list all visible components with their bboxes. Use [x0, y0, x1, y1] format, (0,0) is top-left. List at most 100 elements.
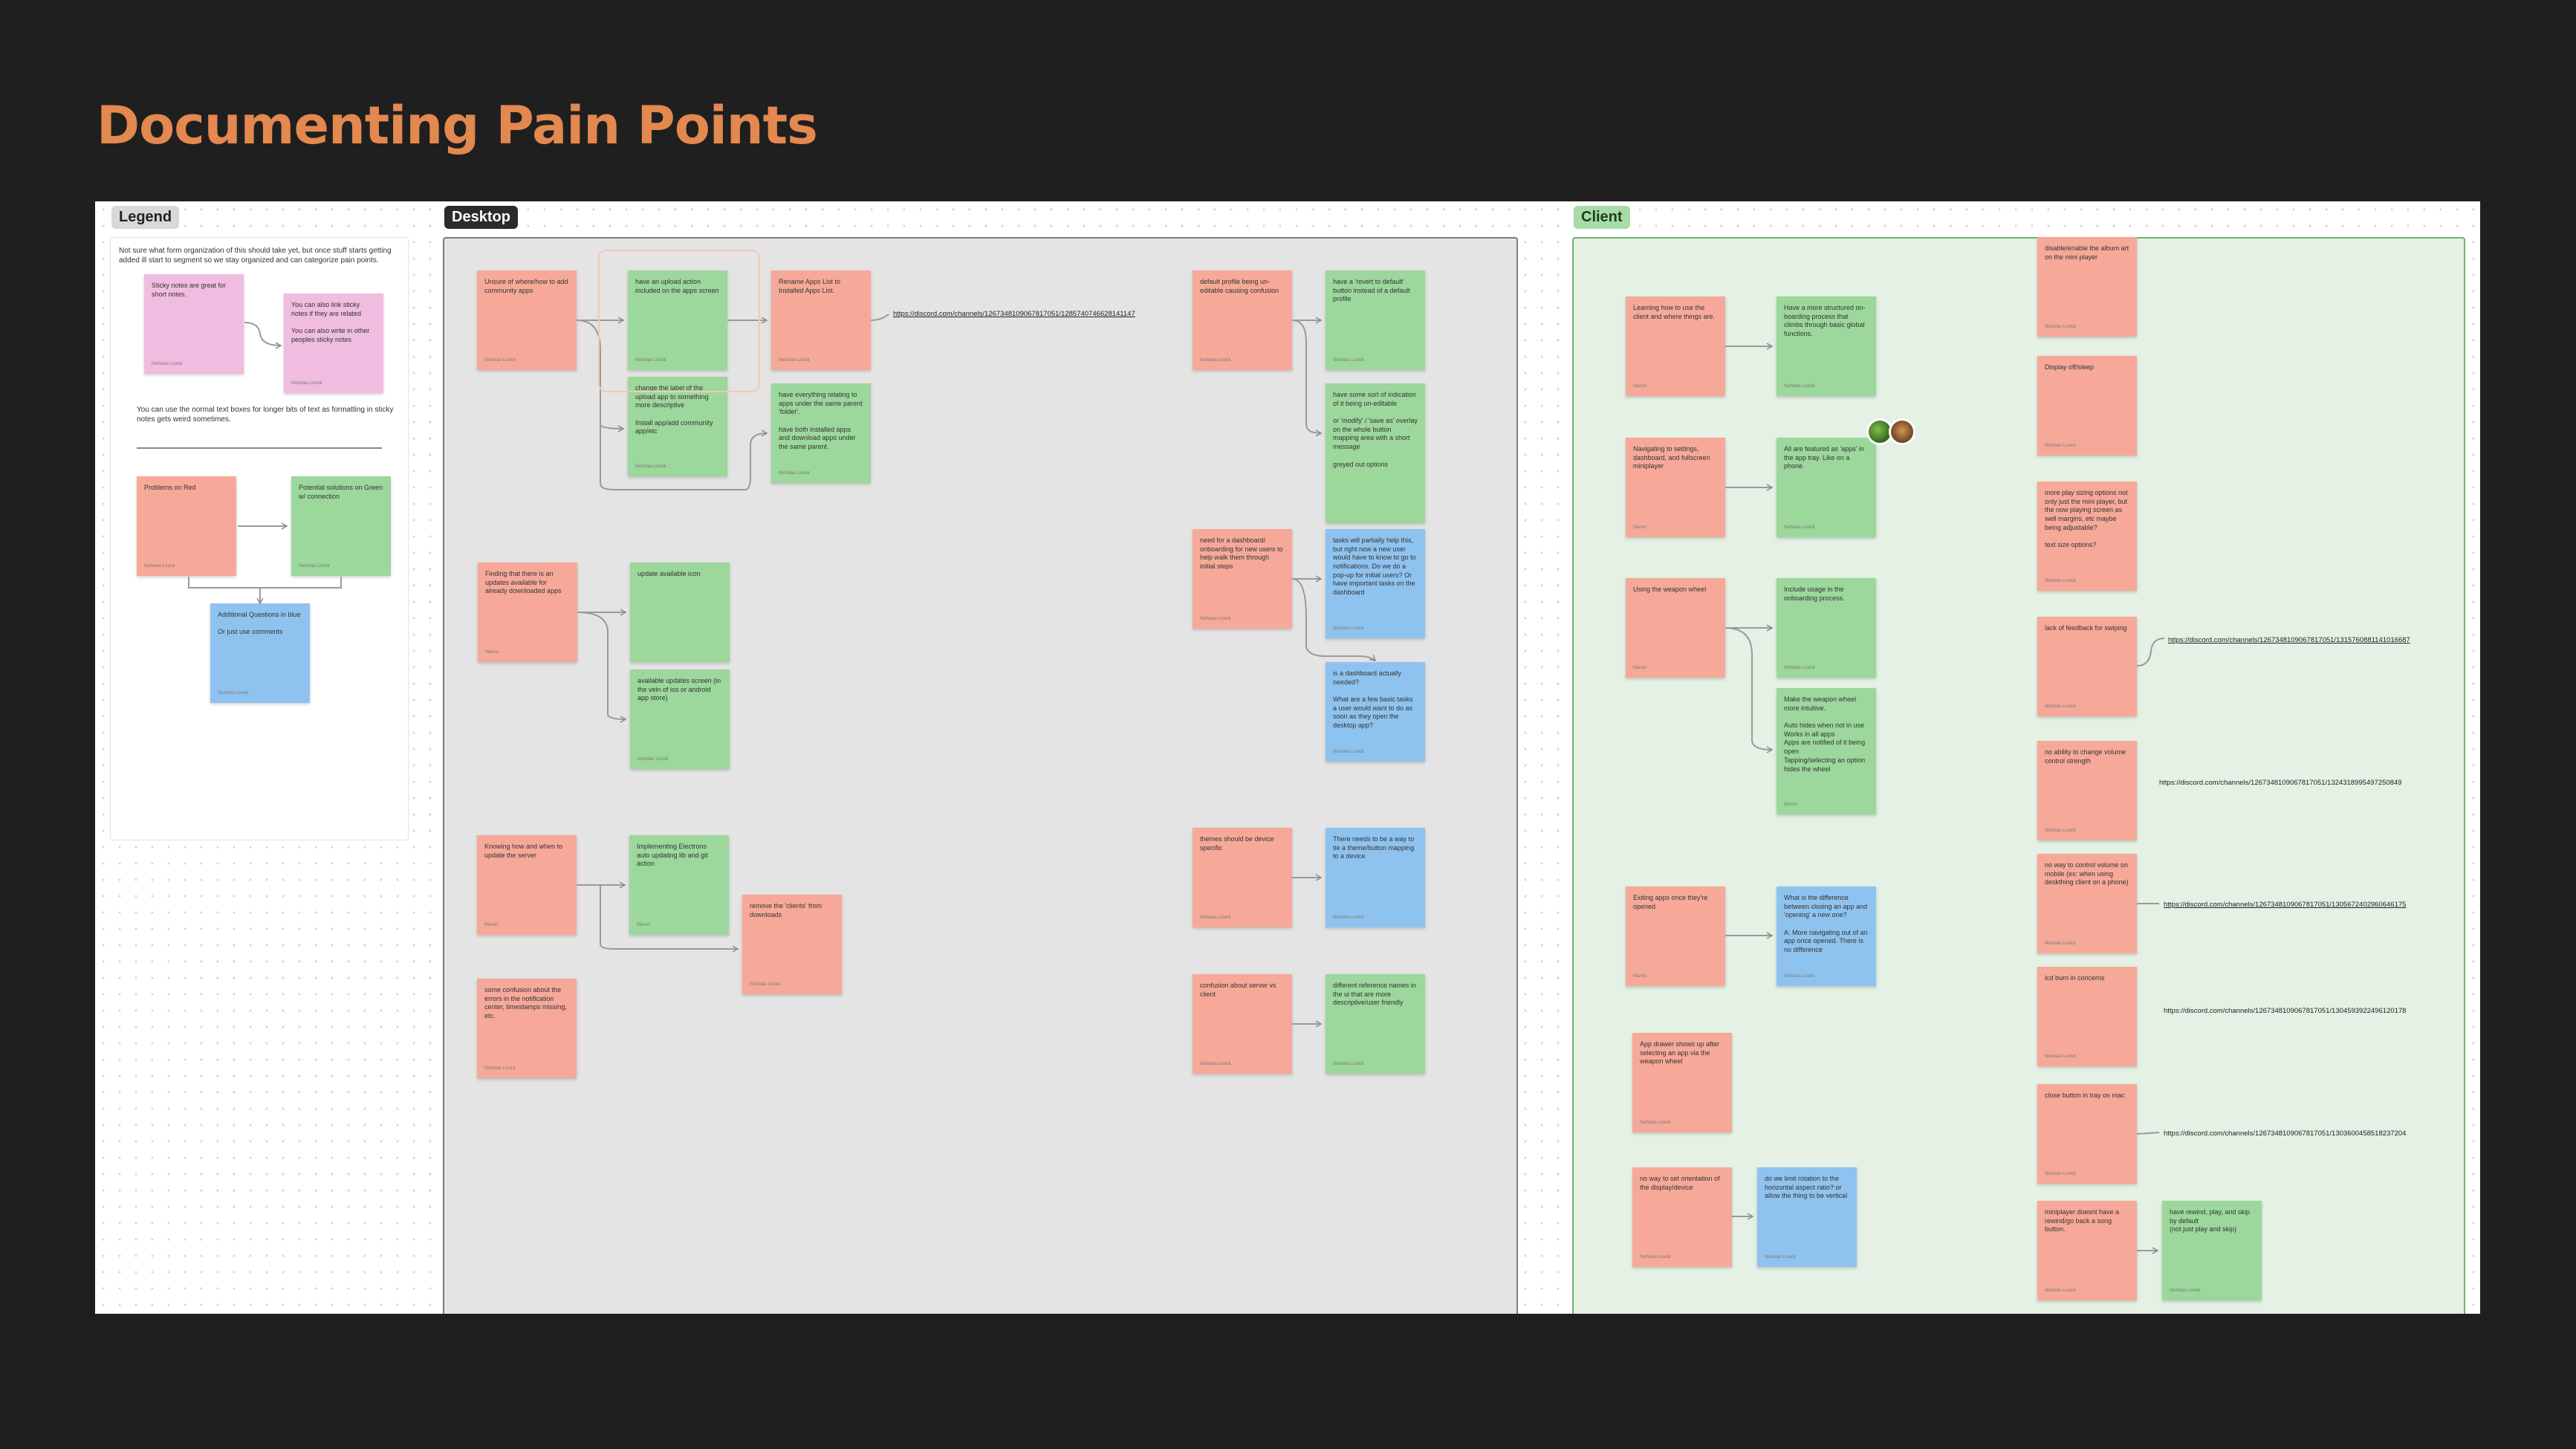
note-text: available updates screen (in the vein of… — [637, 677, 721, 701]
note-author: Nicholas Lovick — [779, 471, 810, 477]
sticky-note[interactable]: Make the weapon wheel more intuitive. Au… — [1777, 688, 1876, 814]
note-text: lack of feedback for swiping — [2045, 624, 2127, 632]
note-text: default profile being un-editable causin… — [1200, 278, 1279, 294]
sticky-note[interactable]: more play sizing options not only just t… — [2037, 482, 2137, 591]
sticky-note[interactable]: is a dashboard actually needed? What are… — [1326, 662, 1425, 762]
note-author: Marvin — [1784, 803, 1797, 808]
sticky-note[interactable]: update available icon — [630, 563, 730, 662]
sticky-note[interactable]: no way to set orientation of the display… — [1632, 1167, 1732, 1267]
note-author: Nicholas Lovick — [1333, 358, 1364, 364]
sticky-note[interactable]: have everything relating to apps under t… — [771, 383, 871, 483]
discord-link[interactable]: https://discord.com/channels/12673481090… — [893, 310, 1135, 318]
note-author: Marvin — [1633, 974, 1647, 980]
sticky-note[interactable]: There needs to be a way to tie a theme/b… — [1326, 828, 1425, 927]
discord-link[interactable]: https://discord.com/channels/12673481090… — [2164, 1129, 2406, 1138]
discord-link[interactable]: https://discord.com/channels/12673481090… — [2168, 636, 2410, 644]
note-text: need for a dashboard/ onboarding for new… — [1200, 537, 1283, 570]
note-text: App drawer shows up after selecting an a… — [1640, 1040, 1719, 1065]
sticky-note[interactable]: have an upload action included on the ap… — [628, 270, 727, 370]
discord-link[interactable]: https://discord.com/channels/12673481090… — [2164, 1007, 2406, 1015]
whiteboard-canvas[interactable]: Legend Not sure what form organization o… — [95, 201, 2480, 1314]
note-author: Nicholas Lovick — [2045, 704, 2076, 710]
sticky-note[interactable]: Sticky notes are great for short notes.N… — [144, 274, 244, 374]
note-author: Nicholas Lovick — [1765, 1255, 1796, 1261]
legend-text-note[interactable]: You can use the normal text boxes for lo… — [137, 405, 397, 424]
sticky-note[interactable]: some confusion about the errors in the n… — [477, 979, 577, 1078]
sticky-note[interactable]: different reference names in the ui that… — [1326, 974, 1425, 1074]
sticky-note[interactable]: What is the difference between closing a… — [1777, 886, 1876, 986]
note-author: Nicholas Lovick — [2045, 1288, 2076, 1294]
sticky-note[interactable]: have some sort of indication of it being… — [1326, 383, 1425, 523]
sticky-note[interactable]: have rewind, play, and skip by default (… — [2162, 1201, 2262, 1300]
sticky-note[interactable]: default profile being un-editable causin… — [1193, 270, 1292, 370]
sticky-note[interactable]: do we limit rotation to the horizontal a… — [1757, 1167, 1857, 1267]
sticky-note[interactable]: You can also link sticky notes if they a… — [284, 294, 383, 393]
sticky-note[interactable]: Learning how to use the client and where… — [1626, 296, 1725, 396]
note-text: Potential solutions on Green w/ connecti… — [299, 484, 383, 500]
discord-link[interactable]: https://discord.com/channels/12673481090… — [2159, 779, 2401, 787]
sticky-note[interactable]: Rename Apps List to Installed Apps List.… — [771, 270, 871, 370]
note-text: close button in tray on mac — [2045, 1092, 2125, 1099]
note-text: Knowing how and when to update the serve… — [484, 843, 562, 859]
note-author: Nicholas Lovick — [299, 564, 330, 570]
sticky-note[interactable]: Have a more structured on-boarding proce… — [1777, 296, 1876, 396]
sticky-note[interactable]: Additional Questions in blue Or just use… — [210, 603, 310, 703]
sticky-note[interactable]: disable/enable the album art on the mini… — [2037, 237, 2137, 337]
note-text: Include usage in the onboarding process. — [1784, 586, 1845, 602]
note-author: Nicholas Lovick — [1333, 750, 1364, 756]
section-label-client[interactable]: Client — [1574, 206, 1630, 229]
note-text: have an upload action included on the ap… — [635, 278, 719, 294]
note-text: disable/enable the album art on the mini… — [2045, 244, 2129, 261]
sticky-note[interactable]: no ability to change volume control stre… — [2037, 741, 2137, 840]
sticky-note[interactable]: Unsure of where/how to add community app… — [477, 270, 577, 370]
sticky-note[interactable]: Navigating to settings, dashboard, and f… — [1626, 438, 1725, 537]
note-text: miniplayer doesnt have a rewind/go back … — [2045, 1208, 2119, 1233]
client-section[interactable] — [1572, 237, 2465, 1314]
sticky-note[interactable]: Knowing how and when to update the serve… — [477, 835, 577, 935]
sticky-note[interactable]: Potential solutions on Green w/ connecti… — [291, 476, 391, 576]
note-text: Implementing Electrons auto updating lib… — [637, 843, 708, 867]
sticky-note[interactable]: Include usage in the onboarding process.… — [1777, 578, 1876, 678]
sticky-note[interactable]: have a 'revert to default' button instea… — [1326, 270, 1425, 370]
note-author: Nicholas Lovick — [2045, 325, 2076, 331]
note-author: Nicholas Lovick — [484, 358, 516, 364]
note-author: Nicholas Lovick — [1640, 1121, 1671, 1127]
note-text: more play sizing options not only just t… — [2045, 489, 2128, 548]
note-author: Nicholas Lovick — [152, 362, 183, 368]
note-text: Display off/sleep — [2045, 363, 2094, 371]
sticky-note[interactable]: All are featured as 'apps' in the app tr… — [1777, 438, 1876, 537]
sticky-note[interactable]: App drawer shows up after selecting an a… — [1632, 1033, 1732, 1132]
discord-link[interactable]: https://discord.com/channels/12673481090… — [2164, 901, 2406, 909]
note-text: lcd burn in concerns — [2045, 974, 2105, 982]
sticky-note[interactable]: tasks will partially help this, but righ… — [1326, 529, 1425, 638]
sticky-note[interactable]: Finding that there is an updates availab… — [478, 563, 577, 662]
sticky-note[interactable]: Implementing Electrons auto updating lib… — [629, 835, 729, 935]
note-text: some confusion about the errors in the n… — [484, 986, 567, 1020]
sticky-note[interactable]: no way to control volume on mobile (ex: … — [2037, 854, 2137, 953]
sticky-note[interactable]: miniplayer doesnt have a rewind/go back … — [2037, 1201, 2137, 1300]
note-author: Nicholas Lovick — [2045, 941, 2076, 947]
sticky-note[interactable]: need for a dashboard/ onboarding for new… — [1193, 529, 1292, 629]
note-author: Nicholas Lovick — [2045, 1172, 2076, 1178]
sticky-note[interactable]: change the label of the upload app to so… — [628, 377, 727, 476]
sticky-note[interactable]: available updates screen (in the vein of… — [630, 670, 730, 769]
section-label-legend[interactable]: Legend — [111, 206, 179, 229]
note-author: Nicholas Lovick — [2045, 579, 2076, 585]
note-author: Nicholas Lovick — [1333, 626, 1364, 632]
note-text: have a 'revert to default' button instea… — [1333, 278, 1410, 302]
user-avatar-icon[interactable] — [1889, 418, 1915, 445]
section-label-desktop[interactable]: Desktop — [444, 206, 518, 229]
legend-intro-text[interactable]: Not sure what form organization of this … — [119, 246, 398, 265]
note-author: Nicholas Lovick — [291, 381, 322, 387]
note-text: have some sort of indication of it being… — [1333, 391, 1418, 468]
